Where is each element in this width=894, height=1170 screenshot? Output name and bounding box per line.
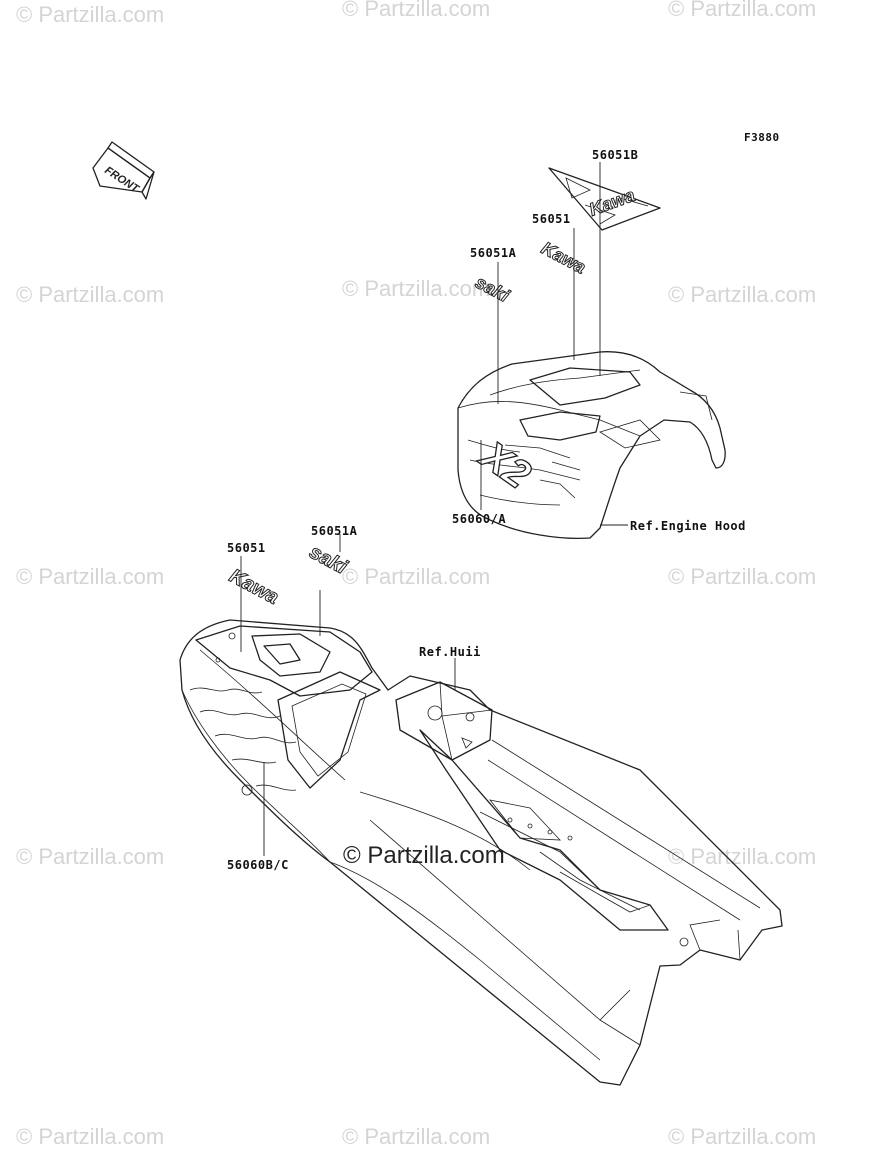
watermark: © Partzilla.com — [342, 1124, 491, 1149]
callout-56051-upper: 56051 — [532, 212, 571, 226]
watermark: © Partzilla.com — [668, 0, 817, 21]
callout-56051-lower: 56051 — [227, 541, 266, 555]
watermark: © Partzilla.com — [668, 564, 817, 589]
watermark: © Partzilla.com — [16, 564, 165, 589]
watermark: © Partzilla.com — [668, 1124, 817, 1149]
figure-code: F3880 — [744, 131, 780, 144]
decal-56051a-lower: saki — [306, 541, 351, 579]
leader-lines — [240, 162, 628, 856]
decal-56051-lower: Kawa — [226, 565, 282, 609]
decal-56051-upper: Kawa — [538, 238, 589, 278]
callout-56060b-c: 56060B/C — [227, 858, 289, 872]
watermark: © Partzilla.com — [668, 282, 817, 307]
watermark: © Partzilla.com — [342, 276, 491, 301]
watermark: © Partzilla.com — [342, 564, 491, 589]
callout-56051b: 56051B — [592, 148, 639, 162]
callout-ref-engine-hood: Ref.Engine Hood — [630, 519, 746, 533]
callout-56051a-upper: 56051A — [470, 246, 517, 260]
center-watermark: © Partzilla.com — [343, 842, 505, 869]
front-arrow-icon: FRONT — [92, 141, 155, 200]
watermark: © Partzilla.com — [342, 0, 491, 21]
callout-ref-hull: Ref.Huii — [419, 645, 481, 659]
callout-56060-a: 56060/A — [452, 512, 507, 526]
watermark: © Partzilla.com — [16, 282, 165, 307]
decal-56051a-upper: saki — [472, 272, 513, 307]
front-label: FRONT — [102, 164, 141, 195]
callout-56051a-lower: 56051A — [311, 524, 358, 538]
watermark: © Partzilla.com — [16, 2, 165, 27]
watermark: © Partzilla.com — [668, 844, 817, 869]
watermark: © Partzilla.com — [16, 844, 165, 869]
hull — [179, 619, 783, 1086]
watermark: © Partzilla.com — [16, 1124, 165, 1149]
